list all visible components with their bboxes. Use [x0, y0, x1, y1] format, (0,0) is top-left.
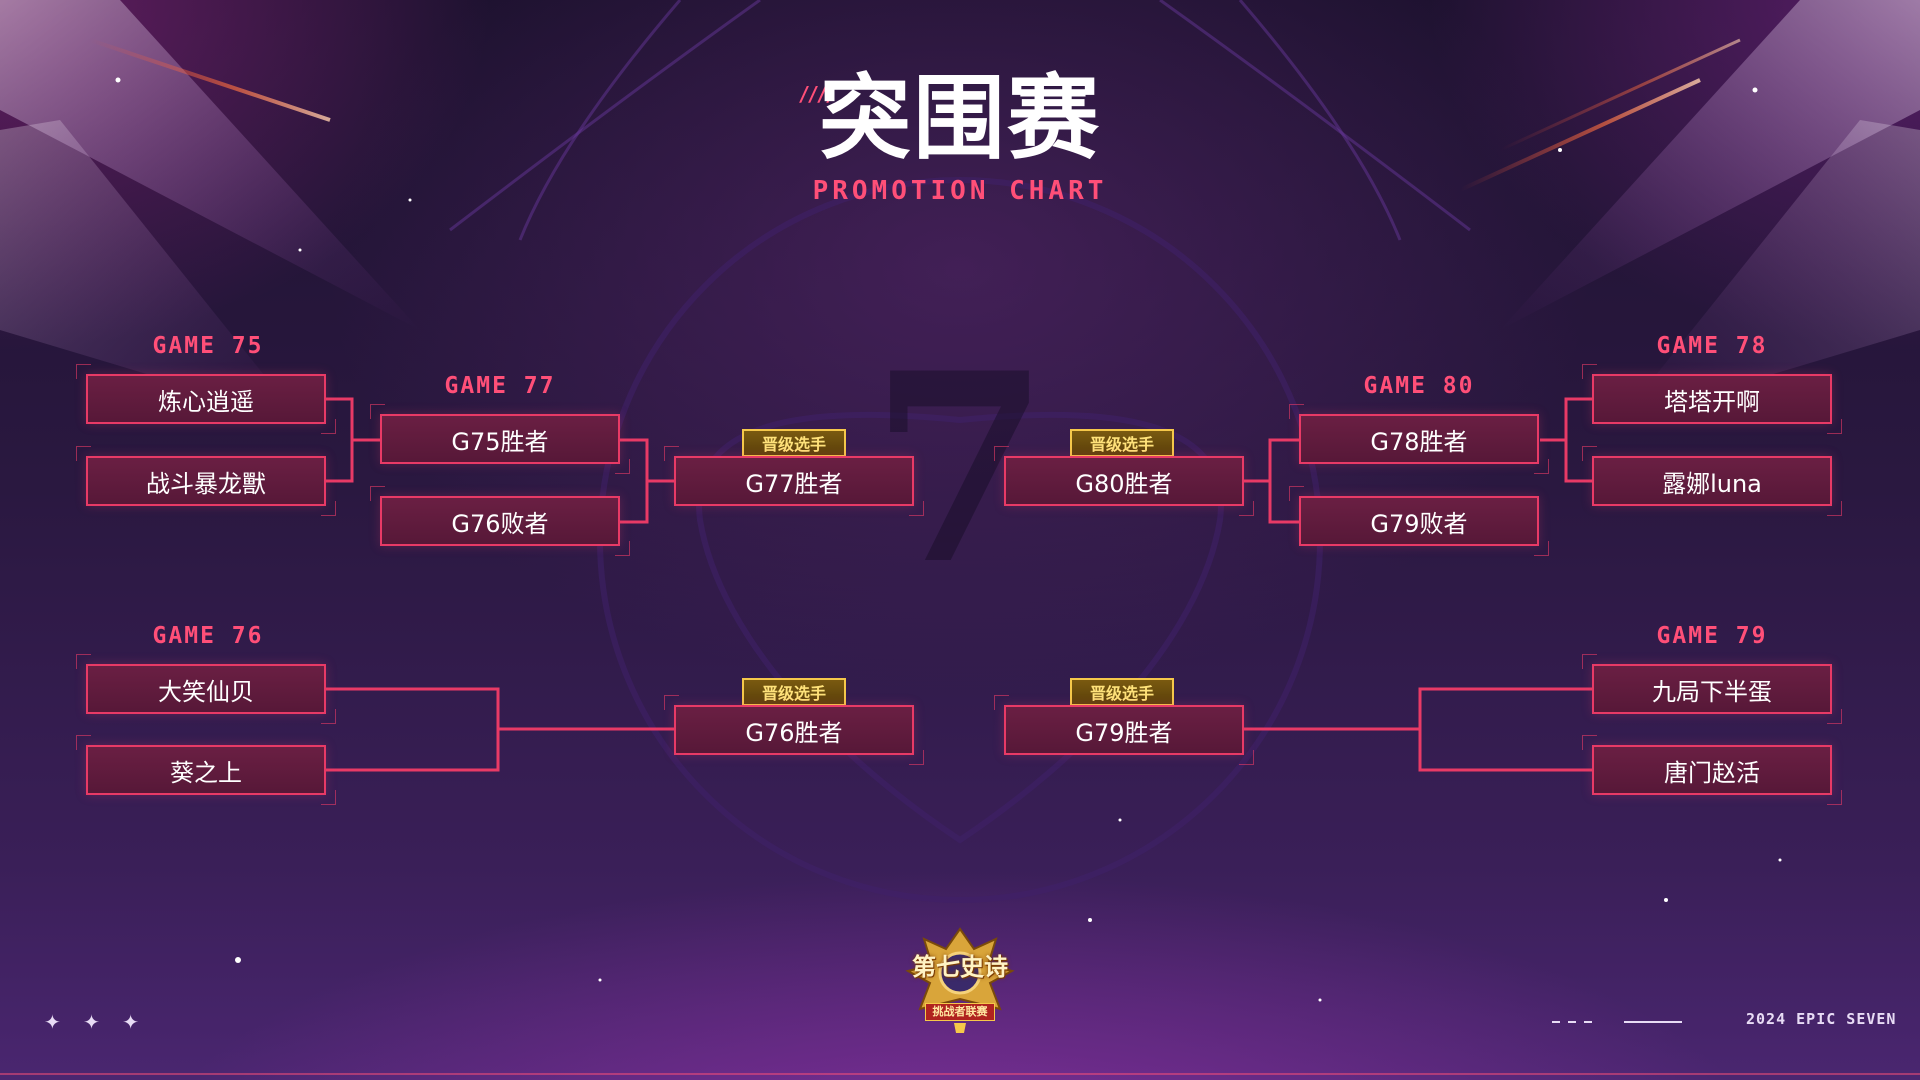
game-80-player-1: G78胜者 [1289, 404, 1549, 474]
game-77-label: GAME 77 [444, 373, 556, 399]
footer-brand: 2024 EPIC SEVEN [1746, 1010, 1897, 1028]
advancer-badge-g80: 晋级选手 [1070, 429, 1174, 457]
advancer-g76-winner: G76胜者 [664, 695, 924, 765]
game-80-player-2: G79败者 [1289, 486, 1549, 556]
footer-dash-decoration [1552, 1021, 1682, 1023]
logo-title: 第七史诗 [912, 952, 1008, 981]
advancer-g80-winner: G80胜者 [994, 446, 1254, 516]
game-78-label: GAME 78 [1656, 333, 1768, 359]
epic-seven-logo: 第七史诗 挑战者联赛 [900, 925, 1020, 1035]
advancer-g79-winner: G79胜者 [994, 695, 1254, 765]
title-slash-decoration: //// [798, 82, 837, 106]
game-77-player-2: G76败者 [370, 486, 630, 556]
game-79-label: GAME 79 [1656, 623, 1768, 649]
game-76-label: GAME 76 [152, 623, 264, 649]
advancer-badge-g76: 晋级选手 [742, 678, 846, 706]
advancer-badge-g77: 晋级选手 [742, 429, 846, 457]
game-76-player-1: 大笑仙贝 [76, 654, 336, 724]
page-title: 突围赛 [818, 65, 1101, 172]
game-79-player-1: 九局下半蛋 [1582, 654, 1842, 724]
advancer-badge-g79: 晋级选手 [1070, 678, 1174, 706]
game-76-player-2: 葵之上 [76, 735, 336, 805]
game-79-player-2: 唐门赵活 [1582, 735, 1842, 805]
game-78-player-1: 塔塔开啊 [1582, 364, 1842, 434]
logo-subtitle: 挑战者联赛 [925, 1003, 995, 1021]
logo-emblem-icon [905, 927, 1015, 1033]
game-75-player-2: 战斗暴龙獸 [76, 446, 336, 516]
advancer-g77-winner: G77胜者 [664, 446, 924, 516]
game-80-label: GAME 80 [1363, 373, 1475, 399]
game-75-player-1: 炼心逍遥 [76, 364, 336, 434]
footer-stars-decoration: ✦ ✦ ✦ [44, 1010, 147, 1034]
page-subtitle: PROMOTION CHART [812, 176, 1108, 206]
game-75-label: GAME 75 [152, 333, 264, 359]
game-77-player-1: G75胜者 [370, 404, 630, 474]
game-78-player-2: 露娜luna [1582, 446, 1842, 516]
